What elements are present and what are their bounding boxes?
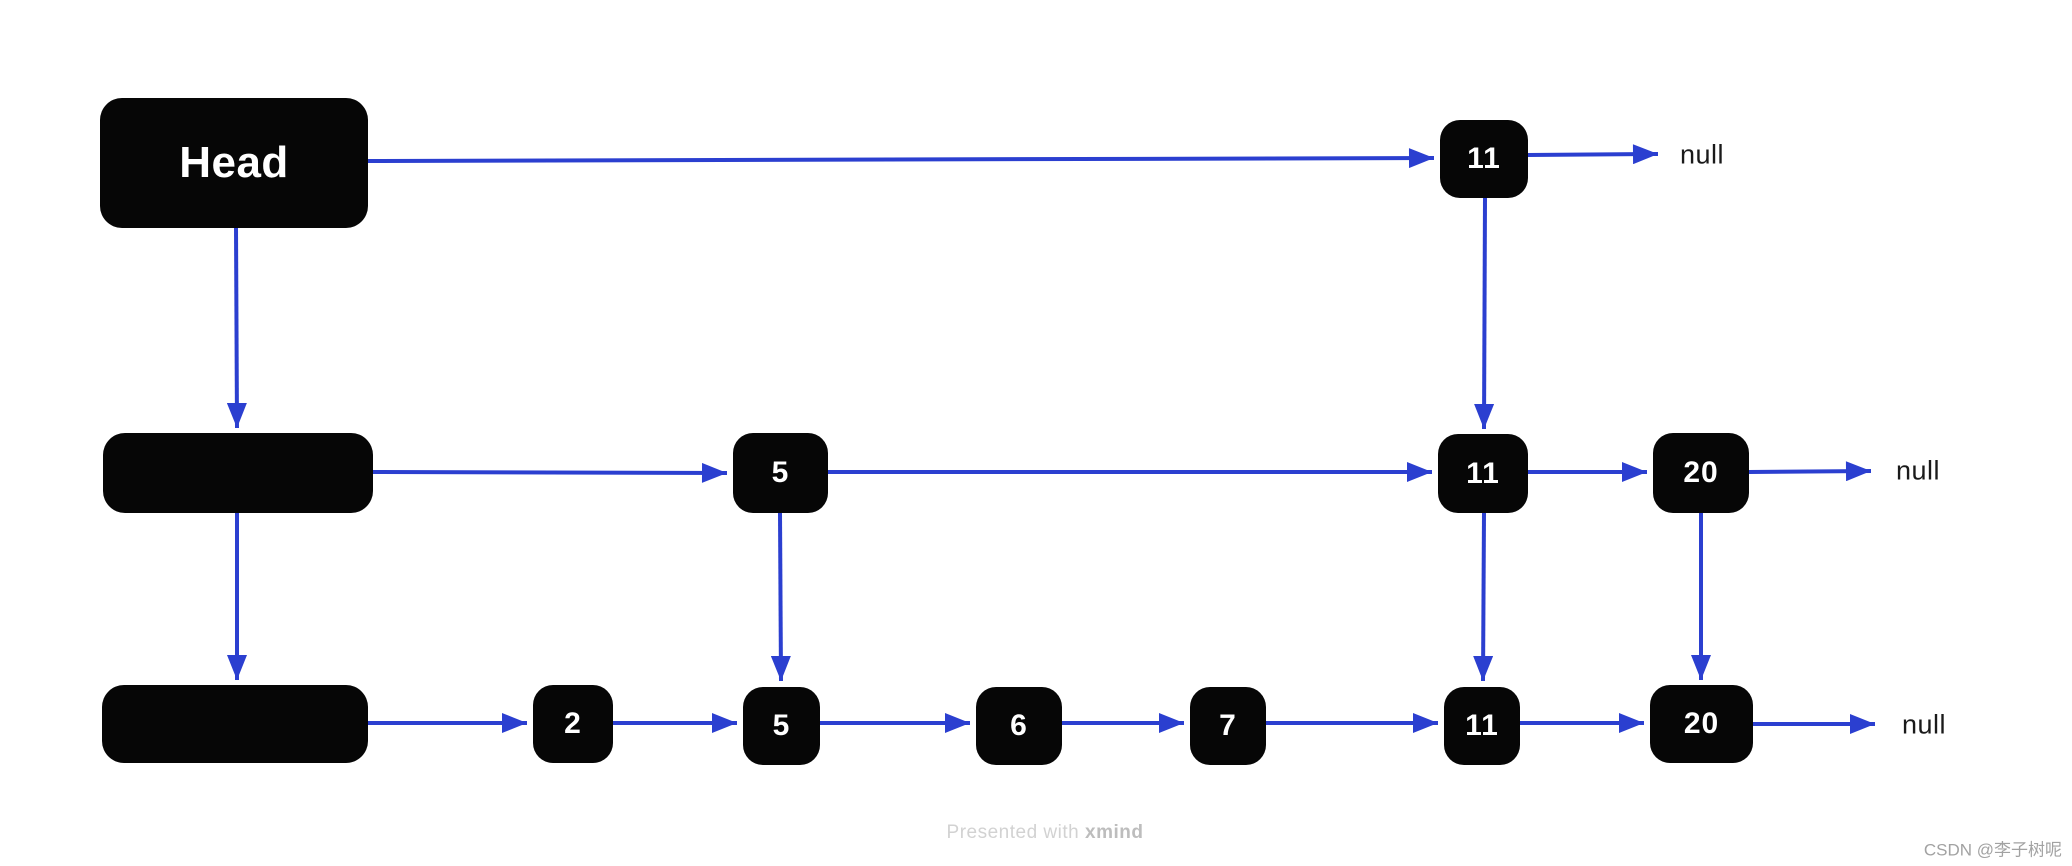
- node-level2-5: 5: [733, 433, 828, 513]
- null-level2: null: [1895, 455, 1941, 486]
- node-level1-11: 11: [1444, 687, 1520, 765]
- node-level1-20: 20: [1650, 685, 1753, 763]
- edge-level3-11-down-level2-11: [1474, 197, 1495, 430]
- node-level1-7: 7: [1190, 687, 1266, 765]
- null-level1: null: [1901, 709, 1947, 740]
- xmind-watermark: Presented with xmind: [947, 822, 1144, 844]
- node-level3-11: 11: [1440, 120, 1528, 198]
- edges-group: [226, 144, 1875, 734]
- xmind-watermark-prefix: Presented with: [946, 822, 1086, 843]
- csdn-watermark: CSDN @李子树呢: [1923, 840, 2062, 860]
- node-level1-head: [102, 685, 368, 763]
- node-head: Head: [100, 98, 368, 228]
- xmind-brand-label: xmind: [1085, 822, 1144, 843]
- edge-level3-11-to-null: [1527, 144, 1659, 165]
- node-level2-head: [103, 433, 373, 513]
- edge-level2-11-down-level1-11: [1473, 512, 1494, 682]
- node-level1-2: 2: [533, 685, 613, 763]
- node-level1-6: 6: [976, 687, 1062, 765]
- node-level2-11: 11: [1438, 434, 1528, 513]
- edge-level2-5-down-level1-5: [770, 512, 791, 682]
- edge-level2-20-to-null: [1748, 461, 1872, 482]
- null-level3: null: [1679, 139, 1725, 170]
- edge-level2-head-to-level2-5: [372, 462, 728, 483]
- edge-head-to-level3-11: [367, 148, 1435, 169]
- node-level2-20: 20: [1653, 433, 1749, 513]
- edge-head-down-level2-head: [226, 226, 247, 429]
- node-level1-5: 5: [743, 687, 820, 765]
